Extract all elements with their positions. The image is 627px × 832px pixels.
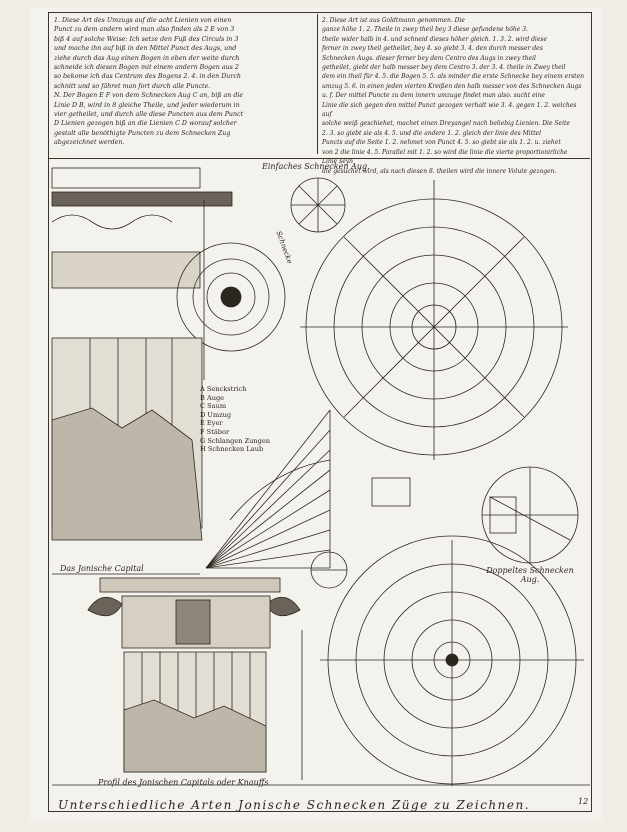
egg-dart-molding: [51, 214, 173, 230]
text-divider: [317, 14, 318, 154]
label-double-eye: Doppeltes Schnecken Aug.: [486, 566, 574, 584]
abacus-top: [51, 167, 201, 189]
label-profile: Profil des Jonischen Capitals oder Knauf…: [98, 778, 269, 787]
legend-item: E Eyer: [200, 419, 223, 428]
profile-abacus: [99, 577, 281, 593]
label-simple-eye: Einfaches Schnecken Aug.: [262, 162, 370, 171]
legend-item: H Schnecken Laub: [200, 445, 264, 454]
legend-item: A Senckstrich: [200, 385, 247, 393]
label-ionic-capital: Das Jonische Capital: [60, 564, 144, 573]
legend-item: F Stäbor: [200, 427, 230, 436]
profile-volute-right: [265, 596, 301, 617]
plate-title: Unterschiedliche Arten Jonische Schnecke…: [58, 798, 531, 812]
text-bottom-rule: [48, 158, 590, 159]
volute-mid: [192, 258, 270, 336]
echinus-band: [51, 251, 201, 289]
fan-edge: [205, 409, 331, 569]
legend-list: A Senckstrich B Auge C Saum D Umzug E Ey…: [200, 385, 270, 454]
text-block-2: 2. Diese Art ist aus Goldtmann genommen.…: [322, 17, 584, 175]
legend-item: D Umzug: [200, 410, 232, 419]
text-block-1: 1. Diese Art des Umzugs auf die acht Lie…: [54, 17, 244, 147]
plate-border: [48, 12, 592, 812]
volute-inner: [206, 272, 256, 322]
profile-volute-left: [87, 596, 123, 617]
small-square: [371, 477, 411, 507]
rock-shading: [51, 407, 203, 541]
volute-eye: [220, 286, 242, 308]
page-number: 12: [578, 797, 589, 806]
volute-outer: [176, 242, 286, 352]
legend-item: G Schlangen Zungen: [200, 436, 271, 445]
legend-item: C Saum: [200, 402, 227, 411]
cornice-band: [51, 191, 233, 207]
legend-item: B Auge: [200, 393, 225, 402]
